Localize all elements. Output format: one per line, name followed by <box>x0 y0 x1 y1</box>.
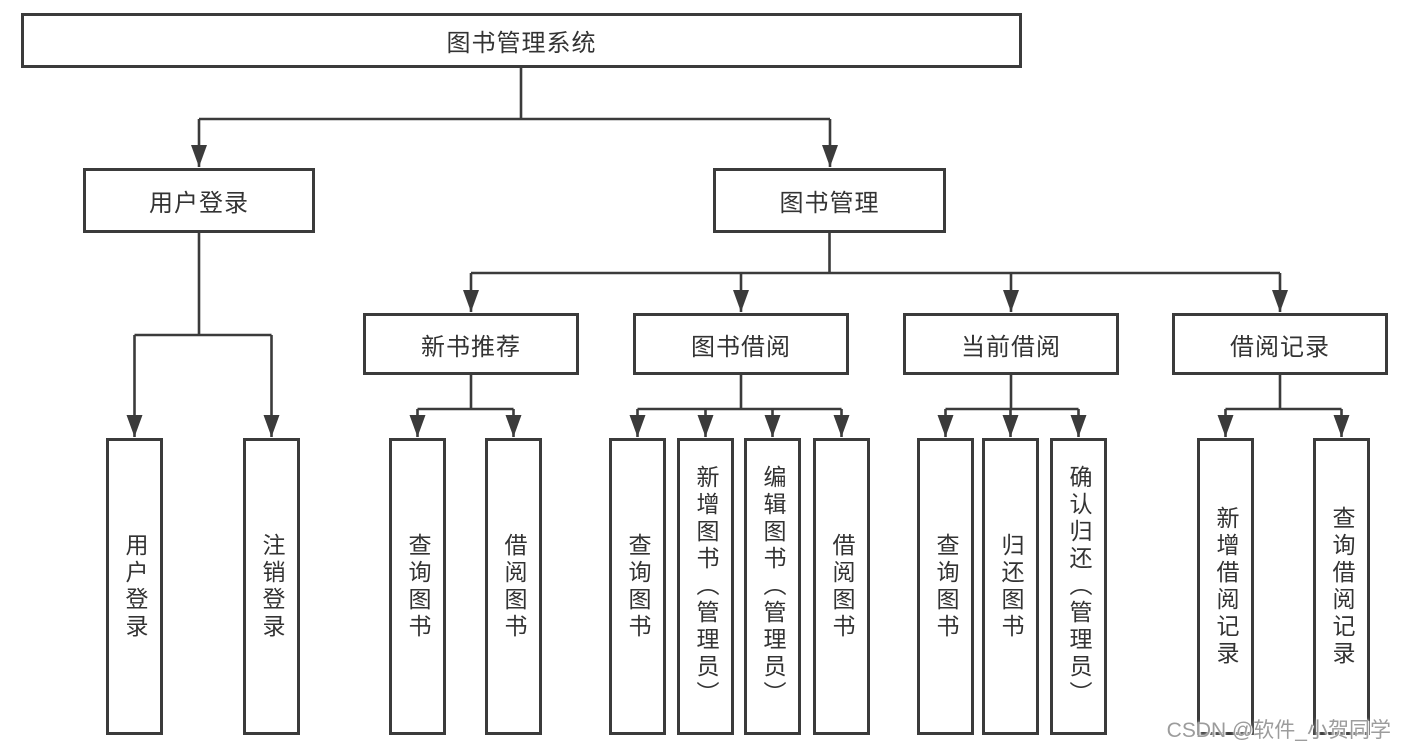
leaf-label: 确认归还（管理员） <box>1066 465 1092 708</box>
leaf-add-books-admin: 新增图书（管理员） <box>677 438 734 735</box>
leaf-return-books: 归还图书 <box>982 438 1039 735</box>
node-borrowing-records: 借阅记录 <box>1172 313 1388 375</box>
leaf-label: 编辑图书（管理员） <box>760 465 786 708</box>
leaf-label: 查询借阅记录 <box>1329 505 1355 668</box>
leaf-label: 用户登录 <box>122 532 148 641</box>
node-label: 图书借阅 <box>691 333 791 361</box>
leaf-query-books-current: 查询图书 <box>917 438 974 735</box>
leaf-label: 借阅图书 <box>501 532 527 641</box>
leaf-edit-books-admin: 编辑图书（管理员） <box>744 438 801 735</box>
node-label: 借阅记录 <box>1230 333 1330 361</box>
leaf-label: 借阅图书 <box>829 532 855 641</box>
leaf-confirm-return-admin: 确认归还（管理员） <box>1050 438 1107 735</box>
leaf-label: 新增图书（管理员） <box>693 465 719 708</box>
node-label: 图书管理 <box>779 190 880 217</box>
watermark: CSDN @软件_小贺同学 <box>1166 719 1391 742</box>
leaf-logout: 注销登录 <box>243 438 300 735</box>
leaf-label: 新增借阅记录 <box>1213 505 1239 668</box>
node-label: 用户登录 <box>149 190 249 217</box>
leaf-label: 查询图书 <box>405 532 431 641</box>
leaf-borrow-books-borrowing: 借阅图书 <box>813 438 870 735</box>
leaf-label: 注销登录 <box>259 532 285 641</box>
leaf-label: 归还图书 <box>998 532 1024 641</box>
node-book-management: 图书管理 <box>713 168 946 233</box>
node-new-book-recommend: 新书推荐 <box>363 313 579 375</box>
leaf-borrow-books-recommend: 借阅图书 <box>485 438 542 735</box>
leaf-user-login: 用户登录 <box>106 438 163 735</box>
node-library-management-system: 图书管理系统 <box>21 13 1022 68</box>
leaf-add-borrow-record: 新增借阅记录 <box>1197 438 1254 735</box>
node-user-login: 用户登录 <box>83 168 315 233</box>
leaf-label: 查询图书 <box>933 532 959 641</box>
node-label: 当前借阅 <box>961 333 1061 361</box>
node-book-borrowing: 图书借阅 <box>633 313 849 375</box>
node-label: 新书推荐 <box>421 333 521 361</box>
node-label: 图书管理系统 <box>446 30 597 57</box>
leaf-label: 查询图书 <box>625 532 651 641</box>
leaf-query-books-borrowing: 查询图书 <box>609 438 666 735</box>
leaf-query-books-recommend: 查询图书 <box>389 438 446 735</box>
leaf-query-borrow-record: 查询借阅记录 <box>1313 438 1370 735</box>
node-current-borrowing: 当前借阅 <box>903 313 1119 375</box>
